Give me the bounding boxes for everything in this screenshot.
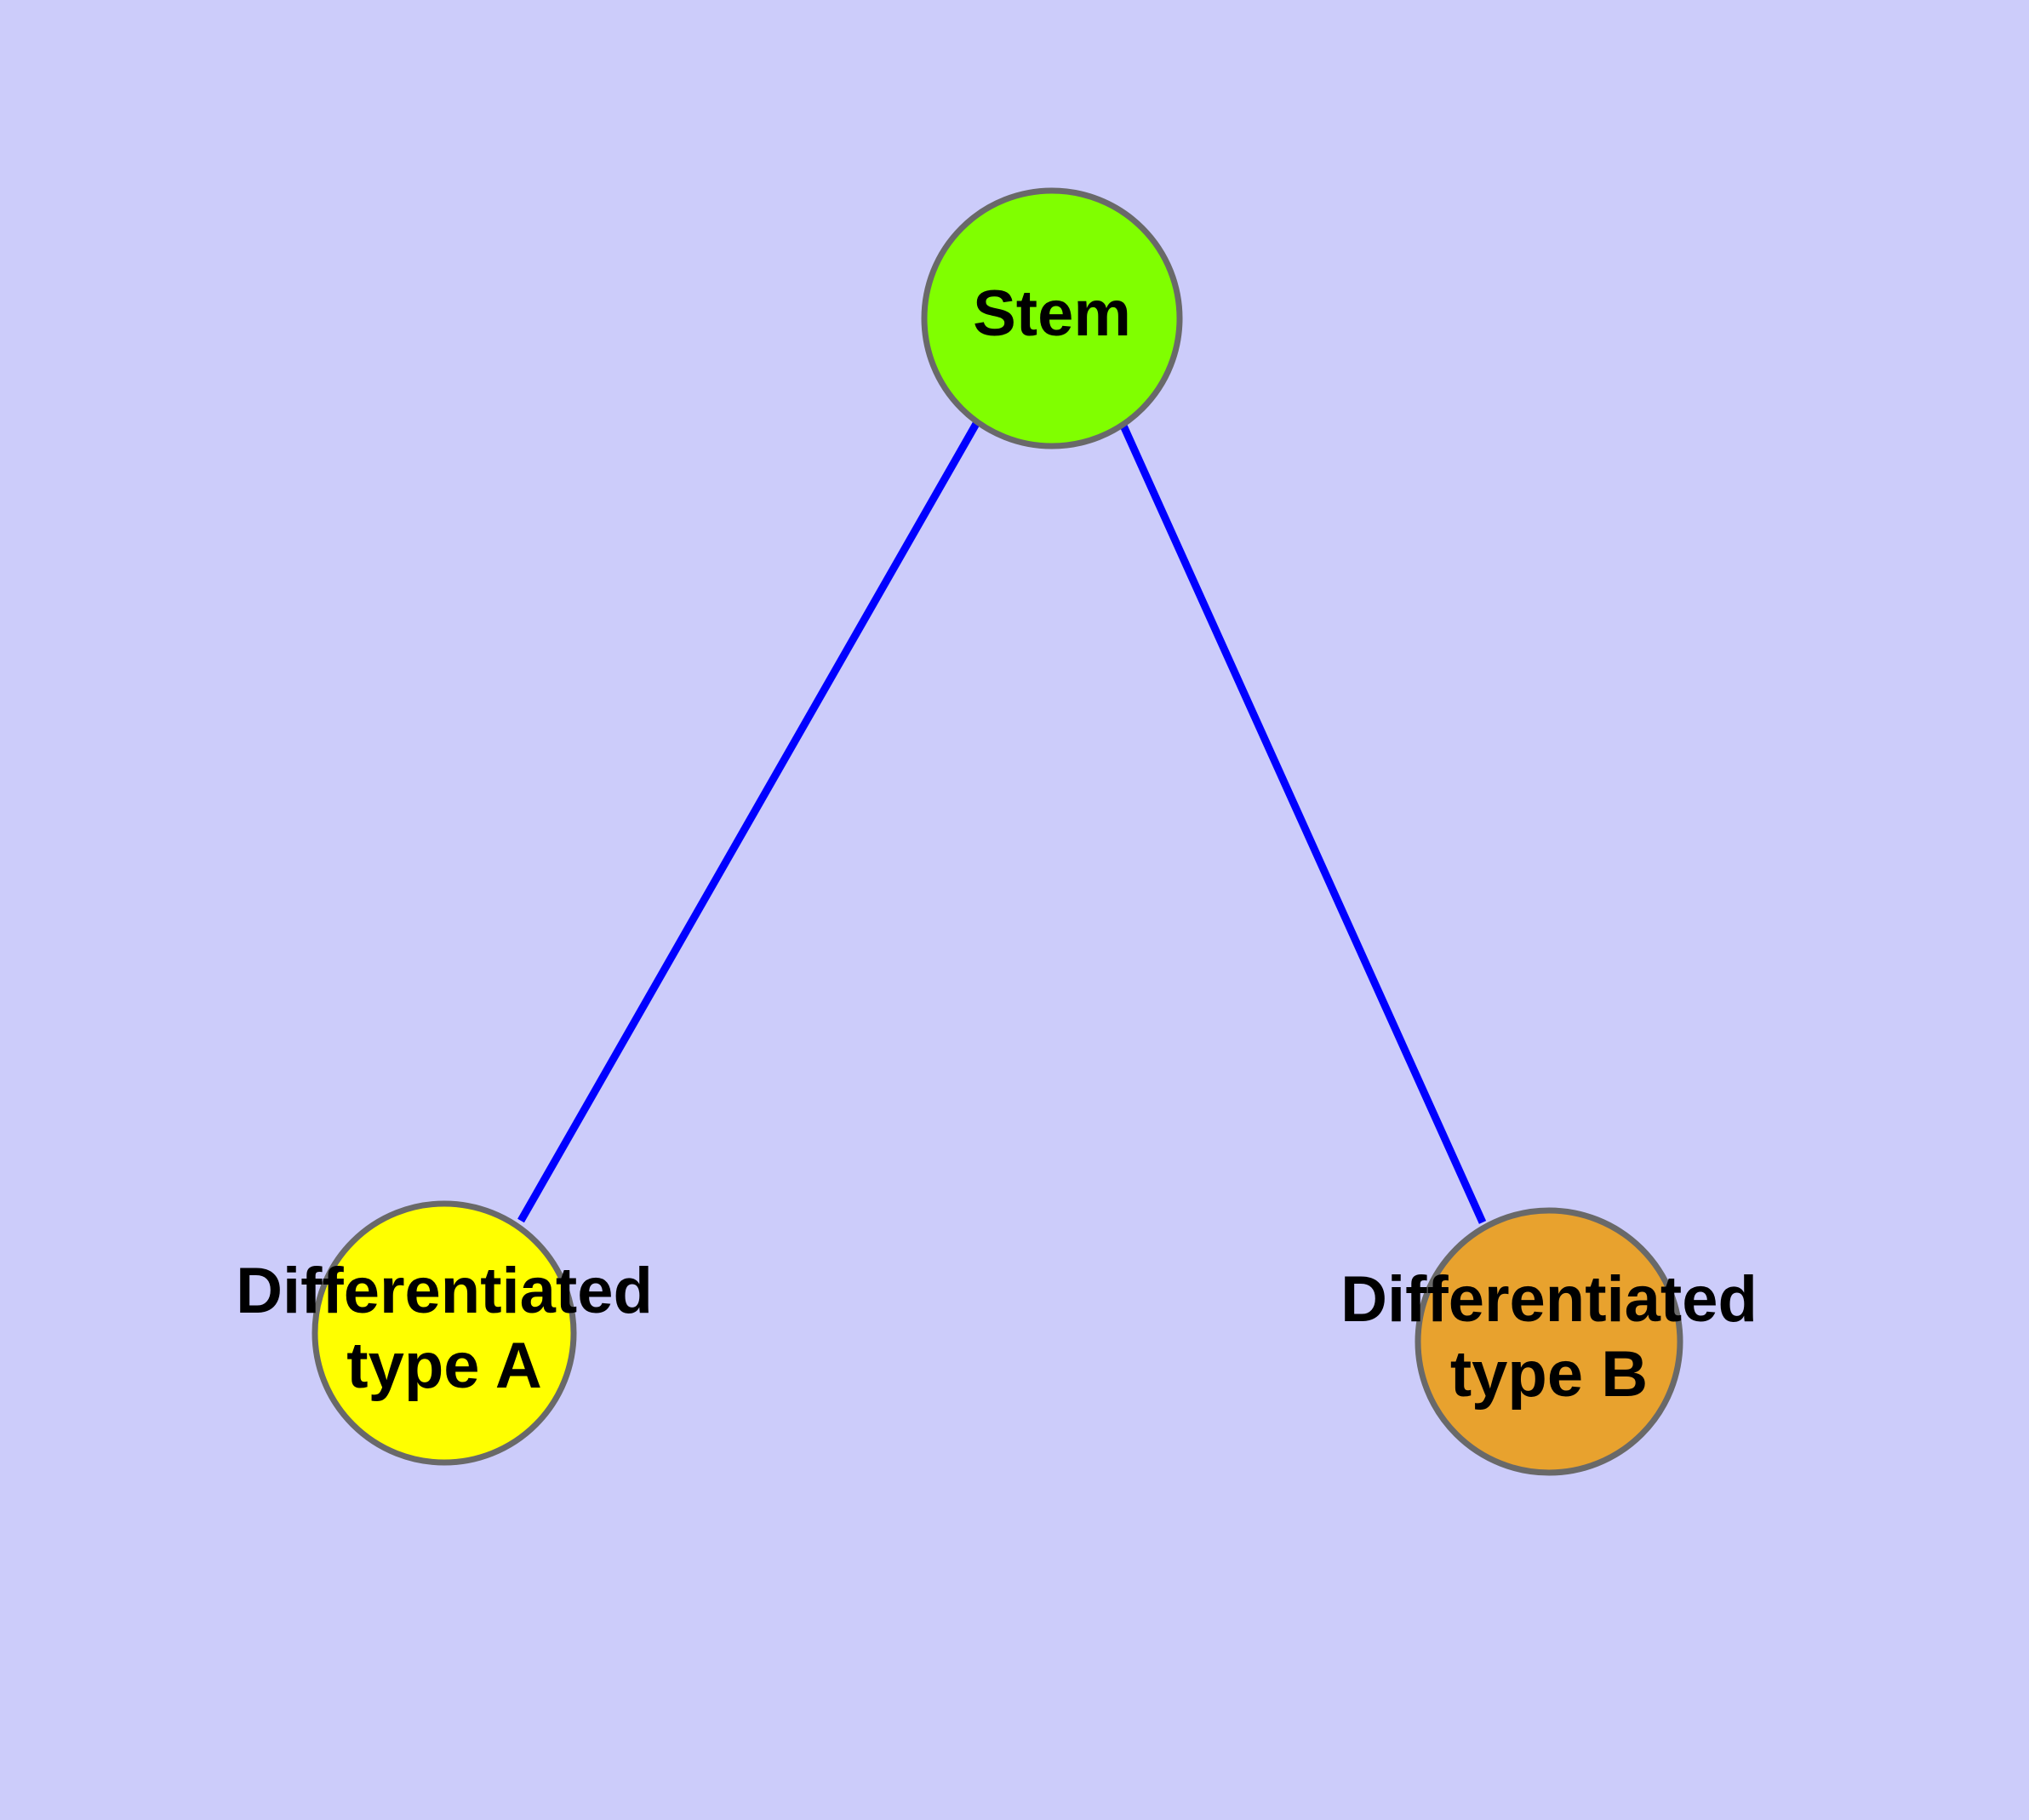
node-stem-circle[interactable] bbox=[921, 187, 1183, 449]
node-label-line: Stem bbox=[973, 278, 1131, 350]
edge-stem-to-differentiated-a[interactable] bbox=[517, 420, 980, 1223]
node-label-line: Differentiated bbox=[236, 1255, 653, 1327]
node-label-line: Differentiated bbox=[1340, 1263, 1758, 1336]
node-stem-label: Stem bbox=[973, 278, 1131, 350]
node-stem[interactable]: Stem bbox=[921, 187, 1183, 449]
node-label-line: type A bbox=[346, 1330, 541, 1402]
node-differentiated-type-b-circle[interactable] bbox=[1415, 1207, 1683, 1476]
node-label-line: type B bbox=[1450, 1338, 1648, 1411]
node-differentiated-type-a-circle[interactable] bbox=[311, 1200, 577, 1466]
edges-layer bbox=[517, 420, 1487, 1224]
edge-stem-to-differentiated-b[interactable] bbox=[1119, 424, 1487, 1224]
